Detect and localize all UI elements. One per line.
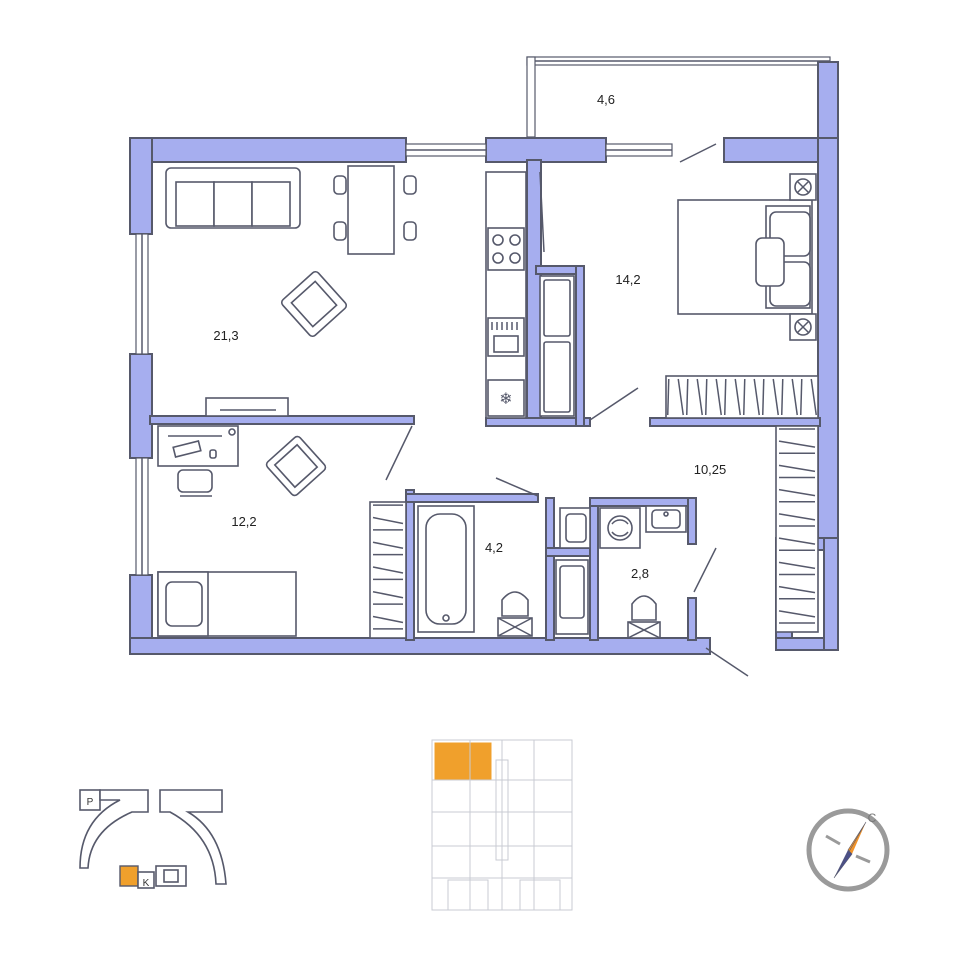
- nightstand-bottom: [789, 313, 817, 341]
- desk: [157, 425, 239, 467]
- sink-toilet: [645, 505, 687, 533]
- door-toilet: [693, 547, 717, 593]
- wardrobe-hall-hangers: [778, 428, 816, 624]
- wardrobe-niche: [539, 275, 575, 417]
- bathtub: [417, 505, 475, 633]
- door-bedroom: [589, 387, 639, 421]
- area-bathroom: 4,2: [485, 540, 503, 555]
- wardrobe-bedroom-hangers: [667, 378, 817, 416]
- door-child-room: [385, 425, 413, 481]
- toilet-room-fixtures: [599, 505, 687, 639]
- door-kitchen-panel: [539, 171, 545, 253]
- double-bed: [677, 199, 813, 315]
- toilet-bowl: [627, 595, 661, 639]
- area-balcony: 4,6: [597, 92, 615, 107]
- apartment-highlight: [433, 741, 493, 781]
- washing-machine: [555, 559, 589, 635]
- balcony-wall-right: [817, 61, 839, 143]
- nightstand-top: [789, 173, 817, 201]
- area-hall: 10,25: [694, 462, 727, 477]
- sink-bath: [559, 507, 591, 549]
- balcony-railing-left: [526, 56, 536, 138]
- child-room-furniture: [157, 425, 407, 639]
- armchair-child: [265, 435, 327, 497]
- compass-needle-south: [834, 850, 852, 878]
- tv-stand: [205, 397, 289, 417]
- single-bed: [157, 571, 297, 637]
- wardrobe-child-hangers: [372, 504, 404, 630]
- hall-wardrobe: [775, 425, 819, 633]
- sofa: [165, 167, 301, 229]
- dining-table: [333, 165, 417, 255]
- desk-chair: [177, 469, 213, 497]
- building-highlight: [119, 865, 139, 887]
- area-bedroom: 14,2: [615, 272, 640, 287]
- exterior-walls: [129, 137, 839, 655]
- stove-icon: [487, 227, 525, 271]
- door-entrance: [705, 647, 749, 677]
- armchair: [280, 270, 348, 338]
- balcony: [526, 56, 839, 143]
- sink-icon: [487, 317, 525, 357]
- door-balcony: [679, 143, 717, 163]
- site-plan-key: P K: [79, 789, 227, 889]
- boiler-icon: [599, 507, 641, 549]
- compass-north-label: С: [868, 811, 877, 825]
- door-bathroom: [495, 477, 539, 497]
- fridge-icon: ❄: [487, 379, 525, 417]
- bathroom-fixtures: [417, 505, 591, 637]
- toilet-bath: [497, 591, 533, 637]
- floor-key-plan: [431, 739, 573, 911]
- area-living-room: 21,3: [213, 328, 238, 343]
- svg-text:❄: ❄: [499, 391, 512, 408]
- compass: С: [806, 808, 890, 892]
- interior-walls: [149, 159, 821, 641]
- doors: [385, 143, 749, 677]
- living-furniture: [165, 165, 417, 417]
- area-toilet: 2,8: [631, 566, 649, 581]
- parking-label: P: [87, 797, 94, 808]
- bedroom-furniture: [539, 173, 819, 419]
- area-child-room: 12,2: [231, 514, 256, 529]
- room-labels: 4,6 21,3 14,2 12,2 10,25 4,2 2,8: [213, 92, 726, 581]
- building-label: K: [143, 878, 150, 889]
- windows: [135, 143, 673, 576]
- kitchen-unit: ❄: [485, 171, 527, 419]
